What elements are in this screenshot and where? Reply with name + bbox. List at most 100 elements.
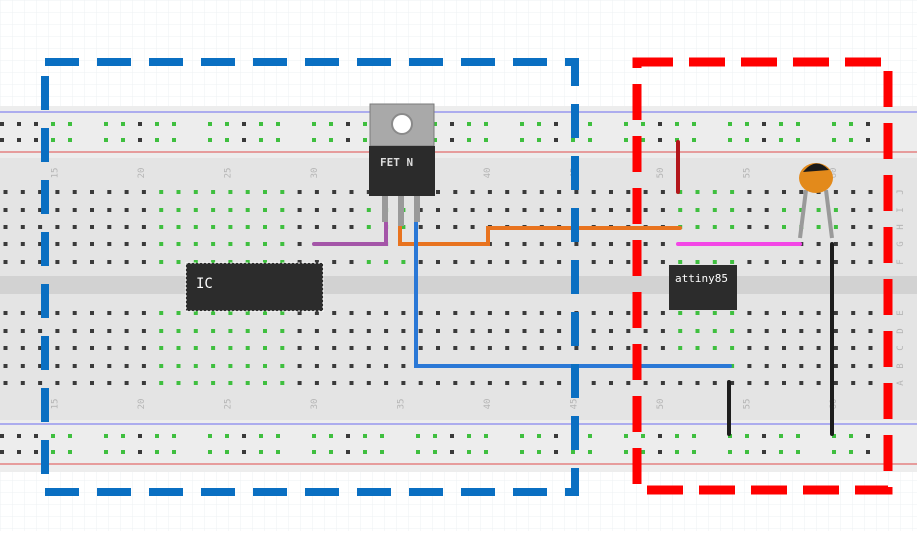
breadboard-hole[interactable] [401,329,406,333]
breadboard-hole[interactable] [384,311,389,315]
breadboard-hole[interactable] [297,225,302,229]
breadboard-hole[interactable] [211,381,216,385]
breadboard-hole[interactable] [228,242,233,246]
breadboard-hole[interactable] [799,190,804,194]
breadboard-hole[interactable] [833,225,838,229]
breadboard-hole[interactable] [467,434,471,438]
breadboard-hole[interactable] [363,434,367,438]
breadboard-hole[interactable] [626,329,631,333]
breadboard-hole[interactable] [832,122,836,126]
breadboard-hole[interactable] [695,190,700,194]
breadboard-hole[interactable] [280,190,285,194]
breadboard-hole[interactable] [660,329,665,333]
breadboard-hole[interactable] [208,138,212,142]
breadboard-hole[interactable] [436,208,440,212]
breadboard-hole[interactable] [660,311,665,315]
breadboard-hole[interactable] [453,381,458,385]
breadboard-hole[interactable] [72,346,77,350]
breadboard-hole[interactable] [55,260,60,264]
breadboard-hole[interactable] [609,242,613,246]
breadboard-hole[interactable] [450,122,454,126]
breadboard-hole[interactable] [211,311,216,315]
breadboard-hole[interactable] [658,450,662,454]
breadboard-hole[interactable] [363,138,367,142]
breadboard-hole[interactable] [539,242,544,246]
breadboard-hole[interactable] [851,381,856,385]
breadboard-hole[interactable] [505,346,510,350]
breadboard-hole[interactable] [68,434,72,438]
breadboard-hole[interactable] [660,242,665,246]
breadboard-hole[interactable] [660,346,665,350]
breadboard-hole[interactable] [211,208,216,212]
breadboard-hole[interactable] [591,260,596,264]
breadboard-hole[interactable] [728,450,732,454]
breadboard-hole[interactable] [225,434,229,438]
breadboard-hole[interactable] [141,242,146,246]
breadboard-hole[interactable] [624,122,628,126]
breadboard-hole[interactable] [782,346,786,350]
breadboard-hole[interactable] [155,122,159,126]
breadboard-hole[interactable] [416,434,420,438]
breadboard-hole[interactable] [764,208,769,212]
breadboard-hole[interactable] [90,225,94,229]
breadboard-hole[interactable] [660,190,665,194]
breadboard-hole[interactable] [762,450,766,454]
breadboard-hole[interactable] [851,364,856,368]
breadboard-hole[interactable] [745,434,749,438]
breadboard-hole[interactable] [107,364,112,368]
breadboard-hole[interactable] [228,260,233,264]
breadboard-hole[interactable] [799,311,804,315]
breadboard-hole[interactable] [176,225,181,229]
breadboard-hole[interactable] [72,225,77,229]
breadboard-hole[interactable] [176,260,181,264]
breadboard-hole[interactable] [366,364,371,368]
breadboard-hole[interactable] [0,138,4,142]
breadboard-hole[interactable] [505,190,510,194]
breadboard-hole[interactable] [591,381,596,385]
breadboard-hole[interactable] [245,190,250,194]
breadboard-hole[interactable] [574,190,579,194]
breadboard-hole[interactable] [349,381,354,385]
breadboard-hole[interactable] [349,190,354,194]
breadboard-hole[interactable] [453,225,458,229]
breadboard-hole[interactable] [747,329,752,333]
breadboard-hole[interactable] [141,364,146,368]
breadboard-hole[interactable] [346,122,350,126]
breadboard-hole[interactable] [38,242,43,246]
breadboard-hole[interactable] [366,381,371,385]
breadboard-hole[interactable] [141,260,146,264]
breadboard-hole[interactable] [20,364,25,368]
breadboard-hole[interactable] [211,364,216,368]
breadboard-hole[interactable] [678,260,683,264]
blue-wire[interactable] [414,218,732,368]
breadboard-hole[interactable] [366,208,371,212]
breadboard-hole[interactable] [833,329,838,333]
breadboard-hole[interactable] [20,208,25,212]
breadboard-hole[interactable] [107,329,112,333]
breadboard-hole[interactable] [678,329,683,333]
breadboard-hole[interactable] [314,311,319,315]
breadboard-hole[interactable] [554,122,558,126]
breadboard-hole[interactable] [51,450,55,454]
breadboard-hole[interactable] [124,208,129,212]
breadboard-hole[interactable] [467,450,471,454]
breadboard-hole[interactable] [332,208,337,212]
breadboard-hole[interactable] [176,364,181,368]
breadboard-hole[interactable] [658,138,662,142]
breadboard-hole[interactable] [796,450,800,454]
breadboard-hole[interactable] [107,208,112,212]
breadboard-hole[interactable] [107,190,112,194]
breadboard-hole[interactable] [3,311,8,315]
breadboard-hole[interactable] [297,346,302,350]
breadboard-hole[interactable] [730,208,735,212]
breadboard-hole[interactable] [520,450,524,454]
breadboard-hole[interactable] [782,225,786,229]
breadboard-hole[interactable] [17,434,21,438]
breadboard-hole[interactable] [3,329,8,333]
breadboard-hole[interactable] [245,346,250,350]
breadboard-hole[interactable] [487,208,492,212]
breadboard-hole[interactable] [816,242,821,246]
breadboard-hole[interactable] [849,450,853,454]
breadboard-hole[interactable] [799,208,804,212]
breadboard-hole[interactable] [314,329,319,333]
